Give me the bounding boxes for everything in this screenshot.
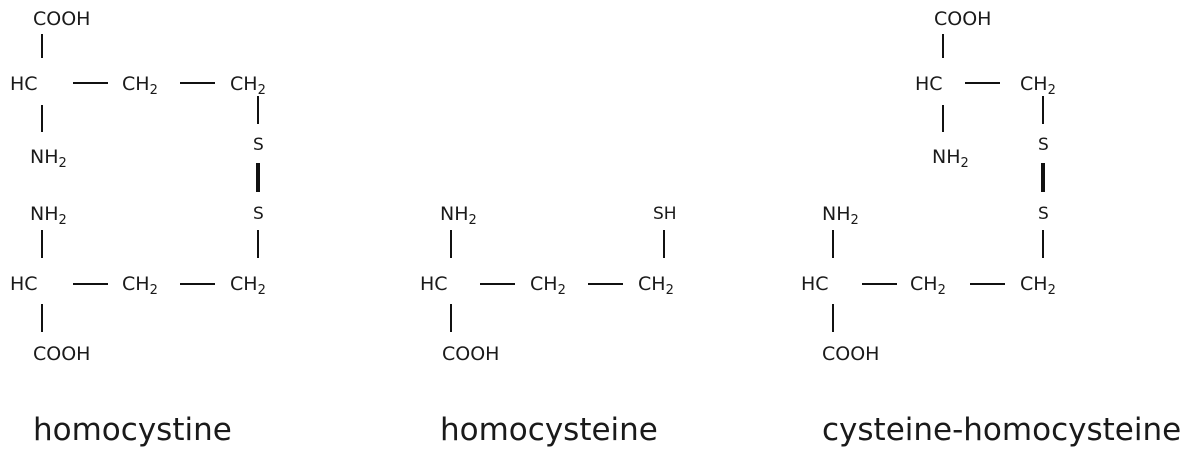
nh2-label: NH2: [30, 203, 67, 228]
homocysteine-structure: NH2 HC CH2 CH2 SH COOH: [420, 203, 677, 365]
sulfur-label: S: [253, 135, 264, 155]
ch2-label: CH2: [122, 273, 158, 298]
cysteine-homocysteine-structure: COOH HC CH2 NH2 S S NH2 HC CH2 CH2 COOH: [801, 8, 1056, 365]
homocystine-structure: COOH HC CH2 CH2 NH2 S S NH2 HC CH2 CH2 C…: [10, 8, 266, 365]
hc-label: HC: [915, 73, 943, 95]
ch2-label: CH2: [230, 73, 266, 98]
sulfur-label: S: [1038, 204, 1049, 224]
hc-label: HC: [801, 273, 829, 295]
nh2-label: NH2: [822, 203, 859, 228]
caption-homocystine: homocystine: [33, 412, 232, 448]
hc-label: HC: [10, 73, 38, 95]
cooh-label: COOH: [822, 343, 879, 365]
cooh-label: COOH: [33, 343, 90, 365]
caption-cysteine-homocysteine: cysteine-homocysteine: [822, 412, 1181, 448]
nh2-label: NH2: [30, 146, 67, 171]
sulfur-label: S: [1038, 135, 1049, 155]
ch2-label: CH2: [1020, 273, 1056, 298]
ch2-label: CH2: [530, 273, 566, 298]
ch2-label: CH2: [1020, 73, 1056, 98]
ch2-label: CH2: [910, 273, 946, 298]
ch2-label: CH2: [122, 73, 158, 98]
nh2-label: NH2: [932, 146, 969, 171]
ch2-label: CH2: [638, 273, 674, 298]
ch2-label: CH2: [230, 273, 266, 298]
caption-homocysteine: homocysteine: [440, 412, 658, 448]
hc-label: HC: [10, 273, 38, 295]
hc-label: HC: [420, 273, 448, 295]
sulfur-label: S: [253, 204, 264, 224]
cooh-label: COOH: [442, 343, 499, 365]
cooh-label: COOH: [33, 8, 90, 30]
cooh-label: COOH: [934, 8, 991, 30]
nh2-label: NH2: [440, 203, 477, 228]
sh-label: SH: [653, 204, 677, 224]
